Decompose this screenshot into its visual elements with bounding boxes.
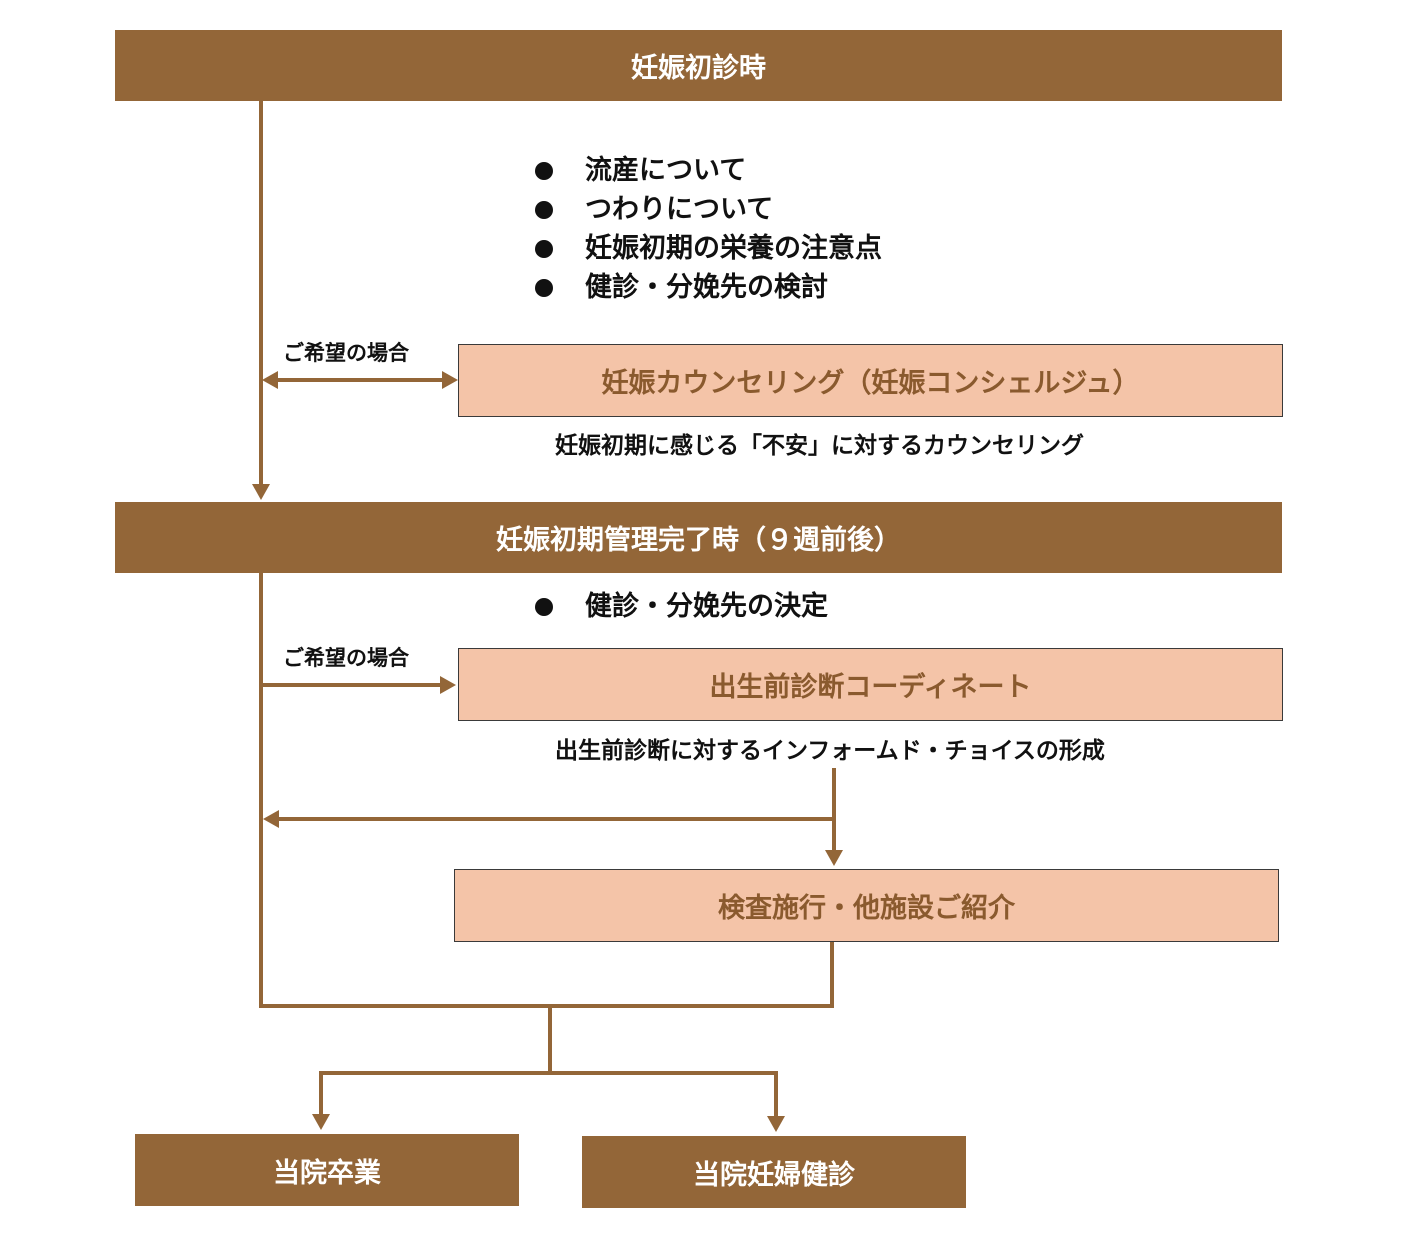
topic-morning-sickness: つわりについて xyxy=(535,190,1095,229)
stage-early-complete: 妊娠初期管理完了時（９週前後） xyxy=(115,502,1282,573)
topic-clinic-decision: 健診・分娩先の決定 xyxy=(535,587,1095,626)
arrow-head-to-prenatal xyxy=(440,676,456,694)
prenatal-diagnosis-box: 出生前診断コーディネート xyxy=(458,648,1283,721)
counseling-description: 妊娠初期に感じる「不安」に対するカウンセリング xyxy=(555,433,1084,459)
prenatal-condition-label: ご希望の場合 xyxy=(283,646,409,670)
prenatal-description: 出生前診断に対するインフォームド・チョイスの形成 xyxy=(555,738,1105,764)
topic-miscarriage: 流産について xyxy=(535,151,1095,190)
first-visit-topic-list: 流産について つわりについて 妊娠初期の栄養の注意点 健診・分娩先の検討 xyxy=(535,151,1095,307)
stage-first-visit: 妊娠初診時 xyxy=(115,30,1282,101)
arrow-head-right-counseling xyxy=(442,371,458,389)
arrow-head-to-graduation xyxy=(312,1114,330,1130)
topic-clinic-consideration: 健診・分娩先の検討 xyxy=(535,268,1095,307)
arrow-head-to-early-complete xyxy=(252,484,270,500)
early-complete-topic-list: 健診・分娩先の決定 xyxy=(535,587,1095,626)
testing-referral-box: 検査施行・他施設ご紹介 xyxy=(454,869,1279,942)
stage-checkup: 当院妊婦健診 xyxy=(582,1136,966,1208)
stage-graduation: 当院卒業 xyxy=(135,1134,519,1206)
arrow-head-to-checkup xyxy=(767,1116,785,1132)
arrow-head-return-left xyxy=(263,810,279,828)
counseling-box: 妊娠カウンセリング（妊娠コンシェルジュ） xyxy=(458,344,1283,417)
counseling-condition-label: ご希望の場合 xyxy=(283,341,409,365)
topic-early-nutrition: 妊娠初期の栄養の注意点 xyxy=(535,229,1095,268)
arrow-head-to-testing xyxy=(825,850,843,866)
arrow-head-left-counseling xyxy=(262,371,278,389)
